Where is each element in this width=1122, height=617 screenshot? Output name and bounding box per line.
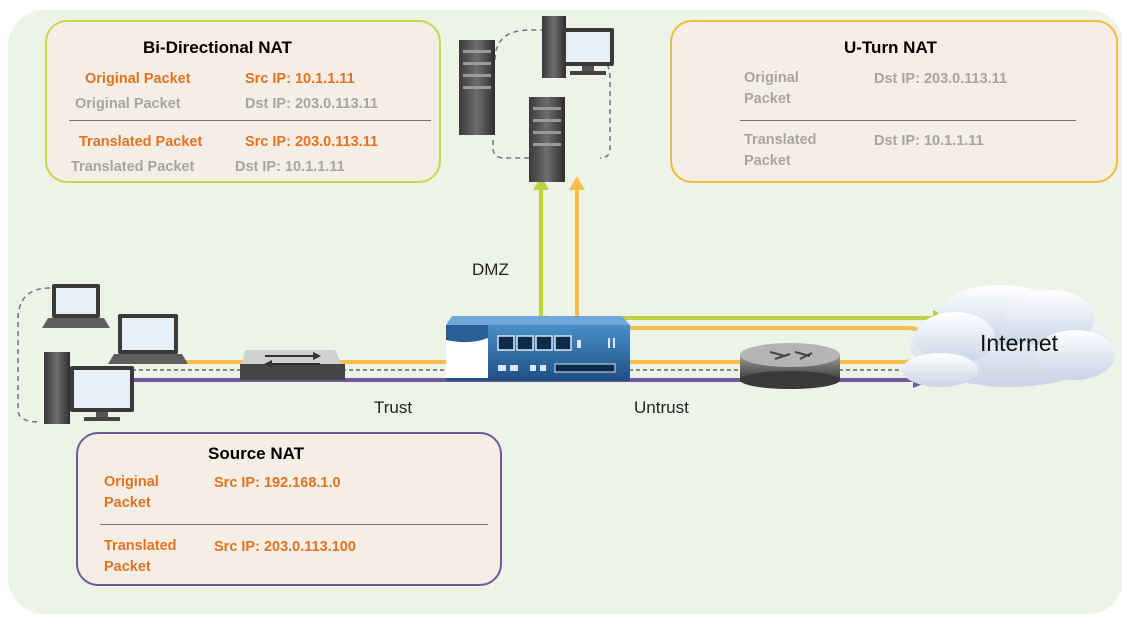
- trust-zone-label: Trust: [374, 398, 413, 417]
- source-row1-value: Src IP: 192.168.1.0: [214, 475, 341, 491]
- firewall-device: [446, 316, 630, 381]
- bidir-row2-value: Dst IP: 203.0.113.11: [245, 96, 379, 112]
- source-row2-value: Src IP: 203.0.113.100: [214, 539, 356, 555]
- dmz-zone-label: DMZ: [472, 260, 509, 279]
- bidir-row1-value: Src IP: 10.1.1.11: [245, 71, 355, 87]
- bidir-separator: [69, 120, 431, 121]
- source-nat-box: Source NAT Original Packet Src IP: 192.1…: [76, 432, 502, 586]
- dmz-desktop: [542, 16, 614, 78]
- bidir-row2-label: Original Packet: [75, 96, 181, 112]
- bidirectional-nat-box: Bi-Directional NAT Original Packet Src I…: [45, 20, 441, 183]
- bidir-row4-value: Dst IP: 10.1.1.11: [235, 159, 345, 175]
- bidir-row1-label: Original Packet: [85, 71, 191, 87]
- uturn-separator: [740, 120, 1076, 121]
- trust-laptop-middle: [108, 314, 188, 364]
- internet-label: Internet: [980, 330, 1058, 356]
- router-device: [740, 343, 840, 389]
- switch-device: [240, 350, 345, 380]
- source-row2-label: Translated Packet: [104, 538, 177, 575]
- untrust-zone-label: Untrust: [634, 398, 689, 417]
- source-nat-title: Source NAT: [208, 444, 305, 463]
- bidir-row3-label: Translated Packet: [79, 134, 203, 150]
- dmz-group-outline: [494, 29, 555, 61]
- dmz-tower-server-left: [459, 40, 495, 135]
- internet-cloud: [902, 285, 1115, 387]
- bidir-row3-value: Src IP: 203.0.113.11: [245, 134, 379, 150]
- uturn-row1-value: Dst IP: 203.0.113.11: [874, 71, 1008, 87]
- dmz-tower-server-center: [529, 97, 565, 182]
- uturn-row2-value: Dst IP: 10.1.1.11: [874, 133, 984, 149]
- uturn-row2-label: Translated Packet: [744, 132, 817, 169]
- uturn-row1-label: Original Packet: [744, 70, 799, 107]
- trust-desktop: [44, 352, 134, 424]
- trust-laptop-top: [42, 284, 110, 328]
- source-separator: [100, 524, 488, 525]
- source-row1-label: Original Packet: [104, 474, 159, 511]
- uturn-nat-box: U-Turn NAT Original Packet Dst IP: 203.0…: [670, 20, 1118, 183]
- bidirectional-nat-title: Bi-Directional NAT: [143, 38, 292, 57]
- bidir-row4-label: Translated Packet: [71, 159, 195, 175]
- uturn-nat-title: U-Turn NAT: [844, 38, 937, 57]
